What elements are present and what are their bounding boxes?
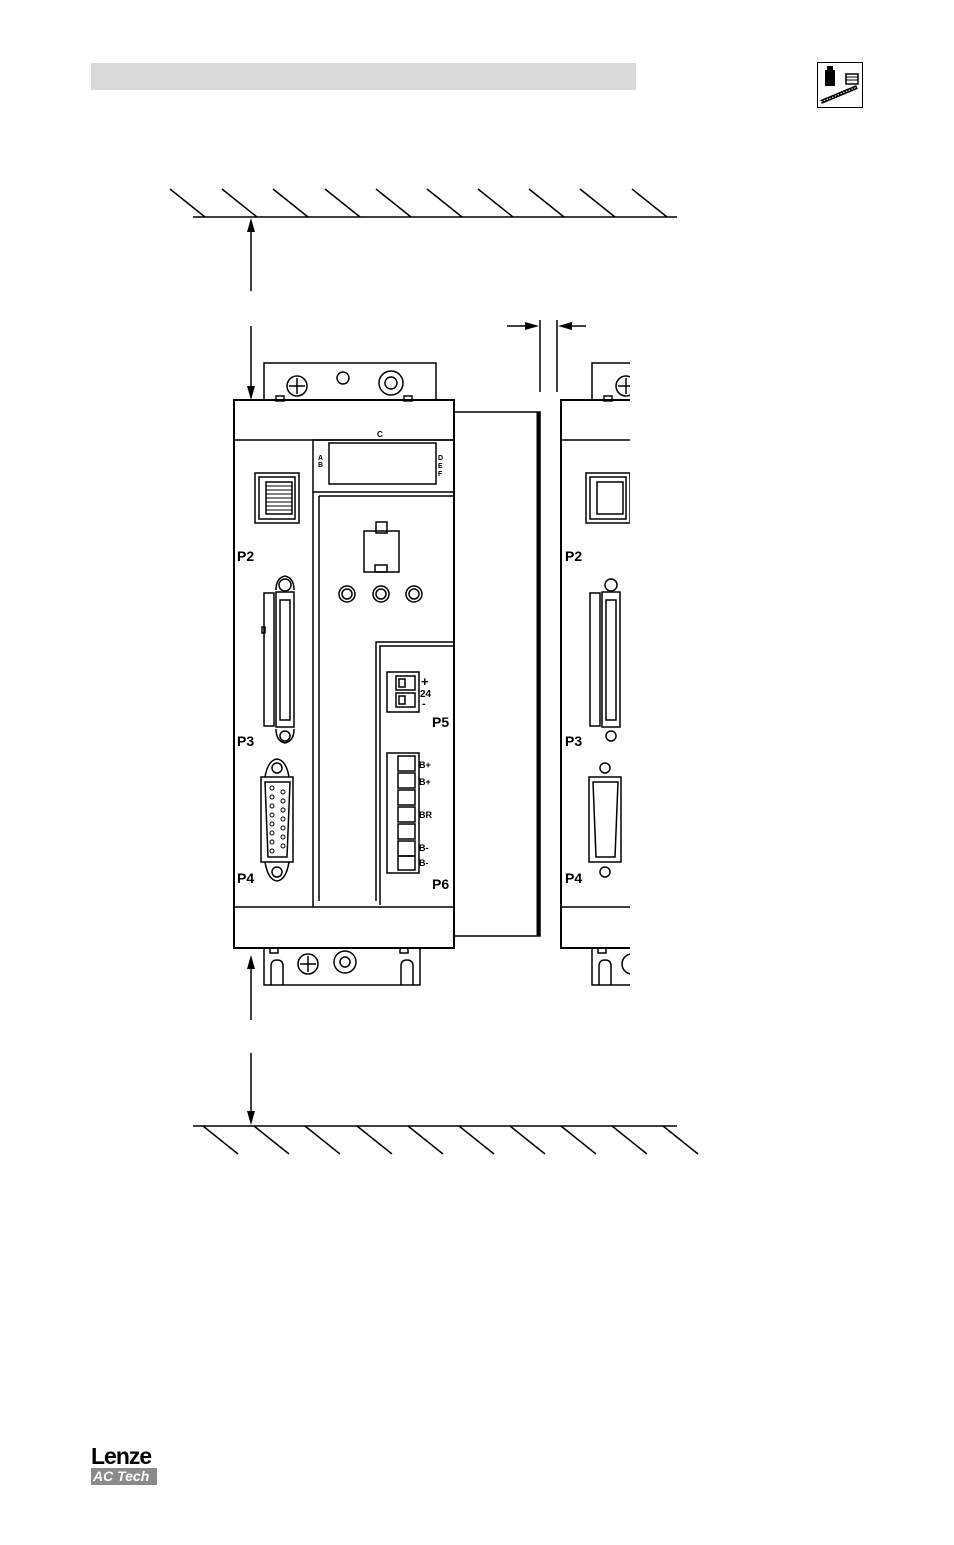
logo-sub-brand: AC Tech xyxy=(91,1468,157,1485)
adjacent-label-p4: P4 xyxy=(565,870,582,886)
label-c: C xyxy=(377,430,383,439)
arrowhead-right-side xyxy=(525,322,539,330)
label-f: F xyxy=(438,471,443,478)
label-p2: P2 xyxy=(237,548,254,564)
adjacent-label-p2: P2 xyxy=(565,548,582,564)
label-p4: P4 xyxy=(237,870,254,886)
arrowhead-up-bottom xyxy=(247,955,255,969)
lenze-ac-tech-logo: Lenze AC Tech xyxy=(91,1445,157,1489)
label-e: E xyxy=(438,463,443,470)
label-p5-plus: + xyxy=(421,674,429,689)
label-p5: P5 xyxy=(432,714,449,730)
label-p6-b3: B- xyxy=(419,843,429,853)
top-wall-hatching xyxy=(170,189,667,217)
label-a: A xyxy=(318,455,323,462)
arrowhead-down-top xyxy=(247,386,255,400)
label-d: D xyxy=(438,455,443,462)
servo-drive-main xyxy=(234,363,540,985)
label-p3: P3 xyxy=(237,733,254,749)
arrowhead-down-bottom xyxy=(247,1111,255,1125)
label-p6-b4: B- xyxy=(419,858,429,868)
bottom-wall-hatching xyxy=(203,1126,698,1154)
servo-drive-adjacent xyxy=(561,363,642,985)
p4-pins xyxy=(270,786,285,853)
label-p6-b1: B+ xyxy=(419,760,431,770)
arrowhead-left-side xyxy=(558,322,572,330)
label-b: B xyxy=(318,462,323,469)
arrowhead-up-top xyxy=(247,218,255,232)
label-p6-br: BR xyxy=(419,810,432,820)
label-p6-b2: B+ xyxy=(419,777,431,787)
label-p6: P6 xyxy=(432,876,449,892)
label-p5-minus: - xyxy=(422,698,426,710)
adjacent-label-p3: P3 xyxy=(565,733,582,749)
logo-brand: Lenze xyxy=(91,1445,157,1467)
